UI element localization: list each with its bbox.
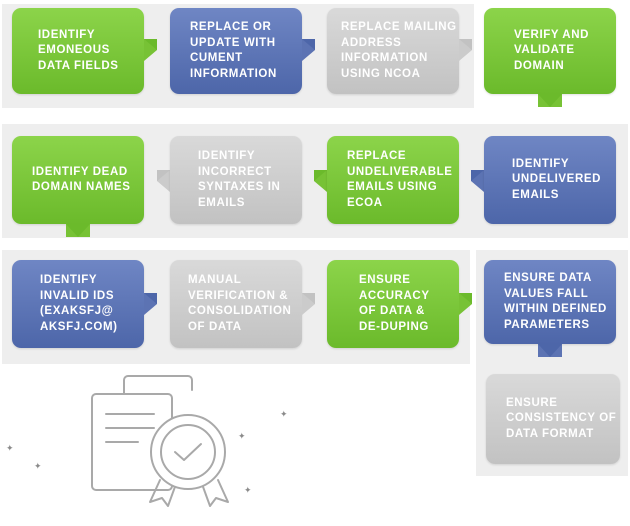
step-replace-mailing-address: REPLACE MAILING ADDRESS INFORMATION USIN… — [327, 8, 459, 94]
sparkle-icon: ✦ — [244, 485, 252, 495]
step-label: IDENTIFY DEAD DOMAIN NAMES — [32, 165, 131, 194]
document-verification-icon — [91, 375, 229, 507]
step-ensure-accuracy: ENSURE ACCURACY OF DATA & DE-DUPING — [327, 260, 459, 348]
arrow-right-icon — [459, 293, 472, 315]
step-label: MANUAL VERIFICATION & CONSOLIDATION OF D… — [188, 274, 292, 333]
step-label: IDENTIFY UNDELIVERED EMAILS — [512, 157, 602, 201]
arrow-down-icon — [538, 94, 562, 107]
step-identify-incorrect-syntax: IDENTIFY INCORRECT SYNTAXES IN EMAILS — [170, 136, 302, 224]
step-label: VERIFY AND VALIDATE DOMAIN — [514, 28, 590, 72]
arrow-right-icon — [459, 39, 472, 61]
step-label: REPLACE UNDELIVERABLE EMAILS USING ECOA — [347, 150, 453, 209]
sparkle-icon: ✦ — [280, 409, 288, 419]
step-label: REPLACE MAILING ADDRESS INFORMATION USIN… — [341, 21, 457, 80]
arrow-right-icon — [302, 39, 315, 61]
step-identify-invalid-ids: IDENTIFY INVALID IDS (EXAKSFJ@ AKSFJ.COM… — [12, 260, 144, 348]
step-label: IDENTIFY INVALID IDS (EXAKSFJ@ AKSFJ.COM… — [40, 274, 118, 333]
step-manual-verification: MANUAL VERIFICATION & CONSOLIDATION OF D… — [170, 260, 302, 348]
step-identify-undelivered-emails: IDENTIFY UNDELIVERED EMAILS — [484, 136, 616, 224]
step-label: IDENTIFY EMONEOUS DATA FIELDS — [38, 28, 119, 72]
arrow-right-icon — [144, 39, 157, 61]
step-label: ENSURE DATA VALUES FALL WITHIN DEFINED P… — [504, 272, 607, 331]
step-label: ENSURE CONSISTENCY OF DATA FORMAT — [506, 396, 617, 440]
arrow-left-icon — [314, 170, 327, 192]
step-identify-dead-domains: IDENTIFY DEAD DOMAIN NAMES — [12, 136, 144, 224]
arrow-right-icon — [144, 293, 157, 315]
step-identify-erroneous-fields: IDENTIFY EMONEOUS DATA FIELDS — [12, 8, 144, 94]
step-replace-update-info: REPLACE OR UPDATE WITH CUMENT INFORMATIO… — [170, 8, 302, 94]
arrow-down-icon — [538, 344, 562, 357]
sparkle-icon: ✦ — [6, 443, 14, 453]
arrow-down-icon — [66, 224, 90, 237]
sparkle-icon: ✦ — [34, 461, 42, 471]
arrow-right-icon — [302, 293, 315, 315]
arrow-left-icon — [471, 170, 484, 192]
step-replace-undeliverable-emails: REPLACE UNDELIVERABLE EMAILS USING ECOA — [327, 136, 459, 224]
step-ensure-data-values: ENSURE DATA VALUES FALL WITHIN DEFINED P… — [484, 260, 616, 344]
step-verify-validate-domain: VERIFY AND VALIDATE DOMAIN — [484, 8, 616, 94]
step-ensure-consistency: ENSURE CONSISTENCY OF DATA FORMAT — [486, 374, 620, 464]
step-label: ENSURE ACCURACY OF DATA & DE-DUPING — [359, 274, 430, 333]
step-label: IDENTIFY INCORRECT SYNTAXES IN EMAILS — [198, 150, 281, 209]
arrow-left-icon — [157, 170, 170, 192]
step-label: REPLACE OR UPDATE WITH CUMENT INFORMATIO… — [190, 21, 277, 80]
sparkle-icon: ✦ — [238, 431, 246, 441]
